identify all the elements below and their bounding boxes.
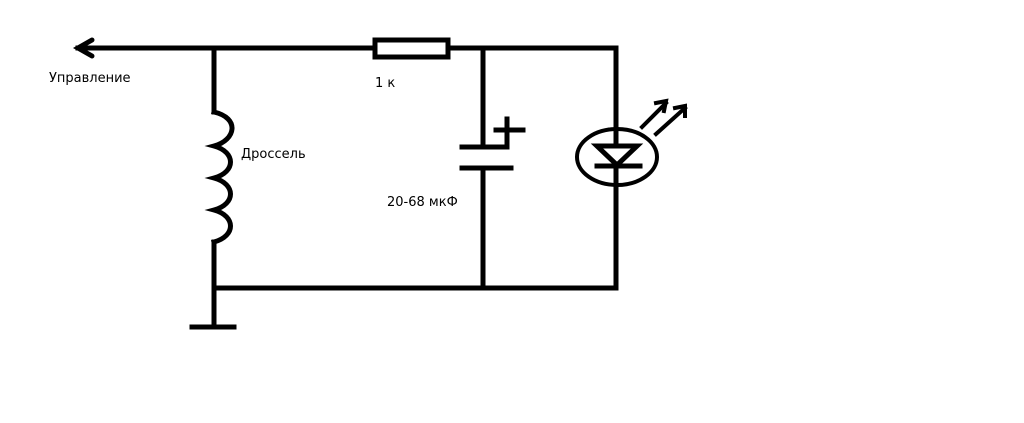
inductor: [204, 45, 235, 330]
inductor-label: Дроссель: [241, 147, 306, 162]
resistor: [372, 37, 451, 60]
capacitor: [459, 45, 526, 291]
led: [575, 45, 688, 291]
capacitor-label: 20-68 мкФ: [387, 195, 458, 210]
plus-icon: [493, 116, 526, 150]
resistor-label: 1 к: [375, 76, 396, 91]
arrow-head-icon: [72, 37, 95, 59]
control-wire: [72, 37, 619, 59]
control-label: Управление: [49, 71, 131, 86]
light-emission-arrows-icon: [639, 98, 688, 137]
